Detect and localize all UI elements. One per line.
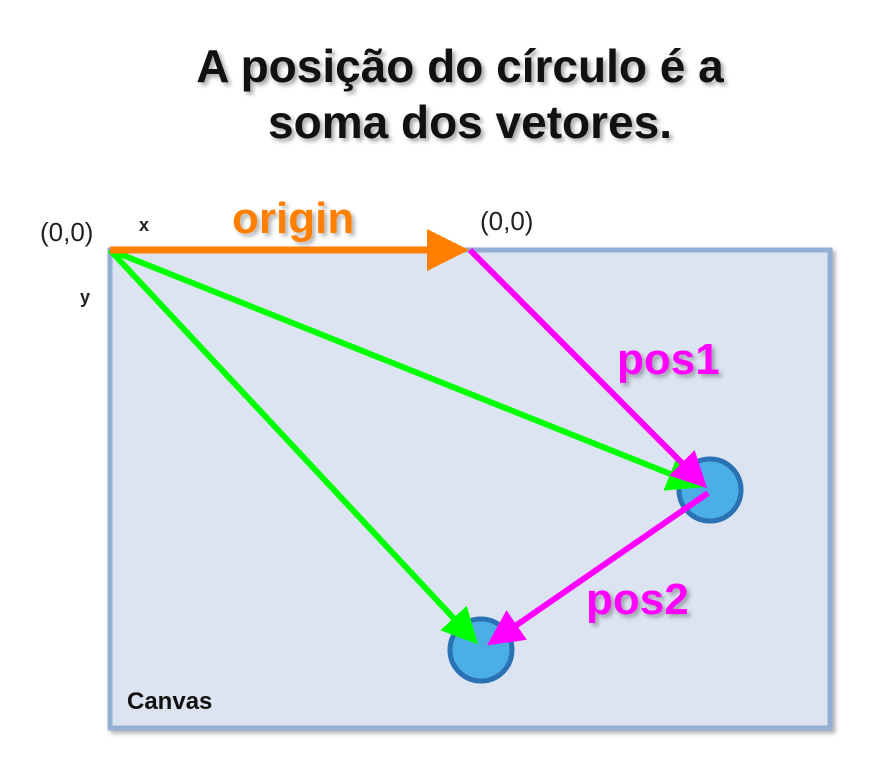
sum-vector-to-circle-1 [108,247,704,491]
pos2-vector-label: pos2 [586,575,689,624]
origin-coord-right-label: (0,0) [480,206,533,236]
title-line-1: A posição do círculo é a [196,40,724,92]
origin-coord-left-label: (0,0) [40,217,93,247]
y-axis-label: y [80,287,90,307]
diagram-title: A posição do círculo é a soma dos vetore… [0,38,870,150]
canvas-label: Canvas [127,688,212,715]
pos1-vector-label: pos1 [617,335,720,384]
sum-vector-to-circle-2 [107,247,479,645]
pos1-vector-arrow [467,247,708,489]
pos2-vector-arrow [487,490,710,646]
title-line-2: soma dos vetores. [268,96,672,148]
x-axis-label: x [139,215,149,235]
origin-vector-label: origin [232,194,354,243]
